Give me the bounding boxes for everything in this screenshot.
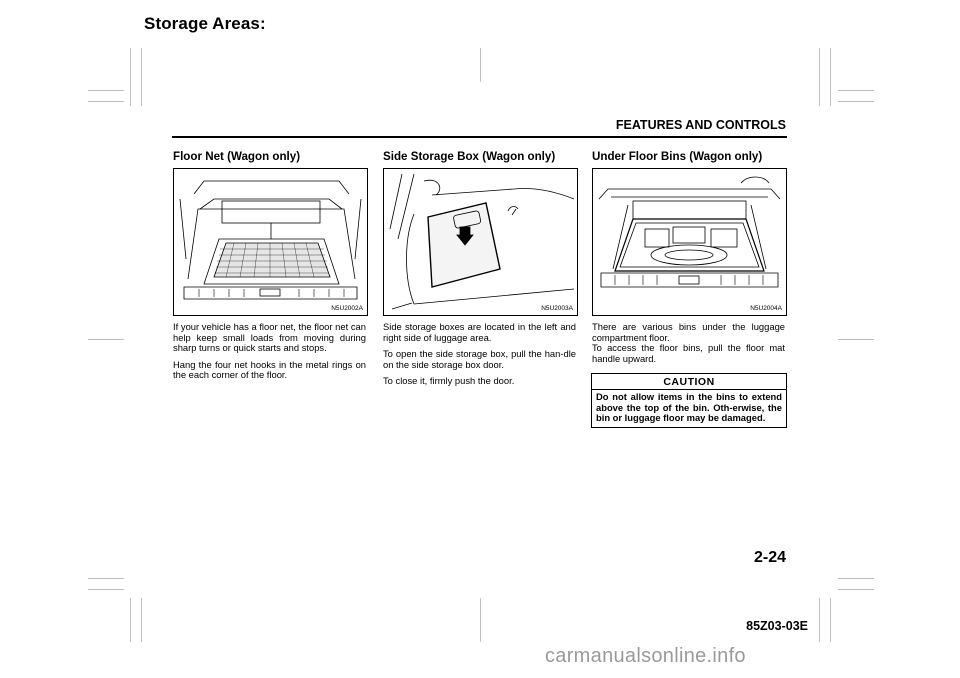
caution-heading: CAUTION: [592, 374, 786, 390]
caution-box: CAUTION Do not allow items in the bins t…: [591, 373, 787, 428]
side-storage-illustration: N5U2003A: [383, 168, 578, 316]
page-number: 2-24: [753, 549, 786, 566]
crop-mark: [838, 589, 874, 590]
floor-net-description: If your vehicle has a floor net, the flo…: [173, 321, 366, 387]
crop-mark: [88, 589, 124, 590]
side-storage-title: Side Storage Box (Wagon only): [383, 150, 556, 163]
side-storage-description: Side storage boxes are located in the le…: [383, 321, 576, 393]
crop-mark: [141, 48, 142, 106]
crop-mark: [130, 598, 131, 642]
paragraph: Hang the four net hooks in the metal rin…: [173, 358, 366, 381]
figure-code: N5U2003A: [541, 305, 573, 312]
crop-mark: [88, 90, 124, 91]
crop-mark: [130, 48, 131, 106]
crop-mark: [141, 598, 142, 642]
paragraph: If your vehicle has a floor net, the flo…: [173, 321, 366, 354]
under-floor-bins-title: Under Floor Bins (Wagon only): [592, 150, 763, 163]
paragraph: To open the side storage box, pull the h…: [383, 348, 576, 370]
paragraph: Side storage boxes are located in the le…: [383, 321, 576, 343]
crop-mark: [838, 101, 874, 102]
crop-mark: [88, 578, 124, 579]
watermark: carmanualsonline.info: [545, 645, 746, 667]
caution-text: Do not allow items in the bins to extend…: [596, 391, 782, 424]
floor-net-illustration: N5U2002A: [173, 168, 368, 316]
crop-mark: [88, 101, 124, 102]
chapter-title: FEATURES AND CONTROLS: [615, 118, 786, 132]
under-floor-bins-description: There are various bins under the luggage…: [592, 321, 785, 370]
crop-mark: [838, 90, 874, 91]
section-label: Storage Areas:: [144, 14, 266, 33]
crop-mark: [480, 598, 481, 642]
crop-mark: [838, 578, 874, 579]
floor-net-title: Floor Net (Wagon only): [173, 150, 301, 163]
crop-mark: [480, 48, 481, 82]
crop-mark: [830, 598, 831, 642]
crop-mark: [838, 339, 874, 340]
paragraph: To close it, firmly push the door.: [383, 375, 515, 387]
document-code: 85Z03-03E: [746, 619, 808, 633]
header-rule: [172, 136, 787, 138]
crop-mark: [819, 598, 820, 642]
crop-mark: [830, 48, 831, 106]
crop-mark: [88, 339, 124, 340]
under-floor-bins-illustration: N5U2004A: [592, 168, 787, 316]
paragraph: To access the floor bins, pull the floor…: [592, 342, 785, 364]
crop-mark: [819, 48, 820, 106]
figure-code: N5U2002A: [331, 305, 363, 312]
paragraph: There are various bins under the luggage…: [592, 321, 785, 343]
figure-code: N5U2004A: [750, 305, 782, 312]
